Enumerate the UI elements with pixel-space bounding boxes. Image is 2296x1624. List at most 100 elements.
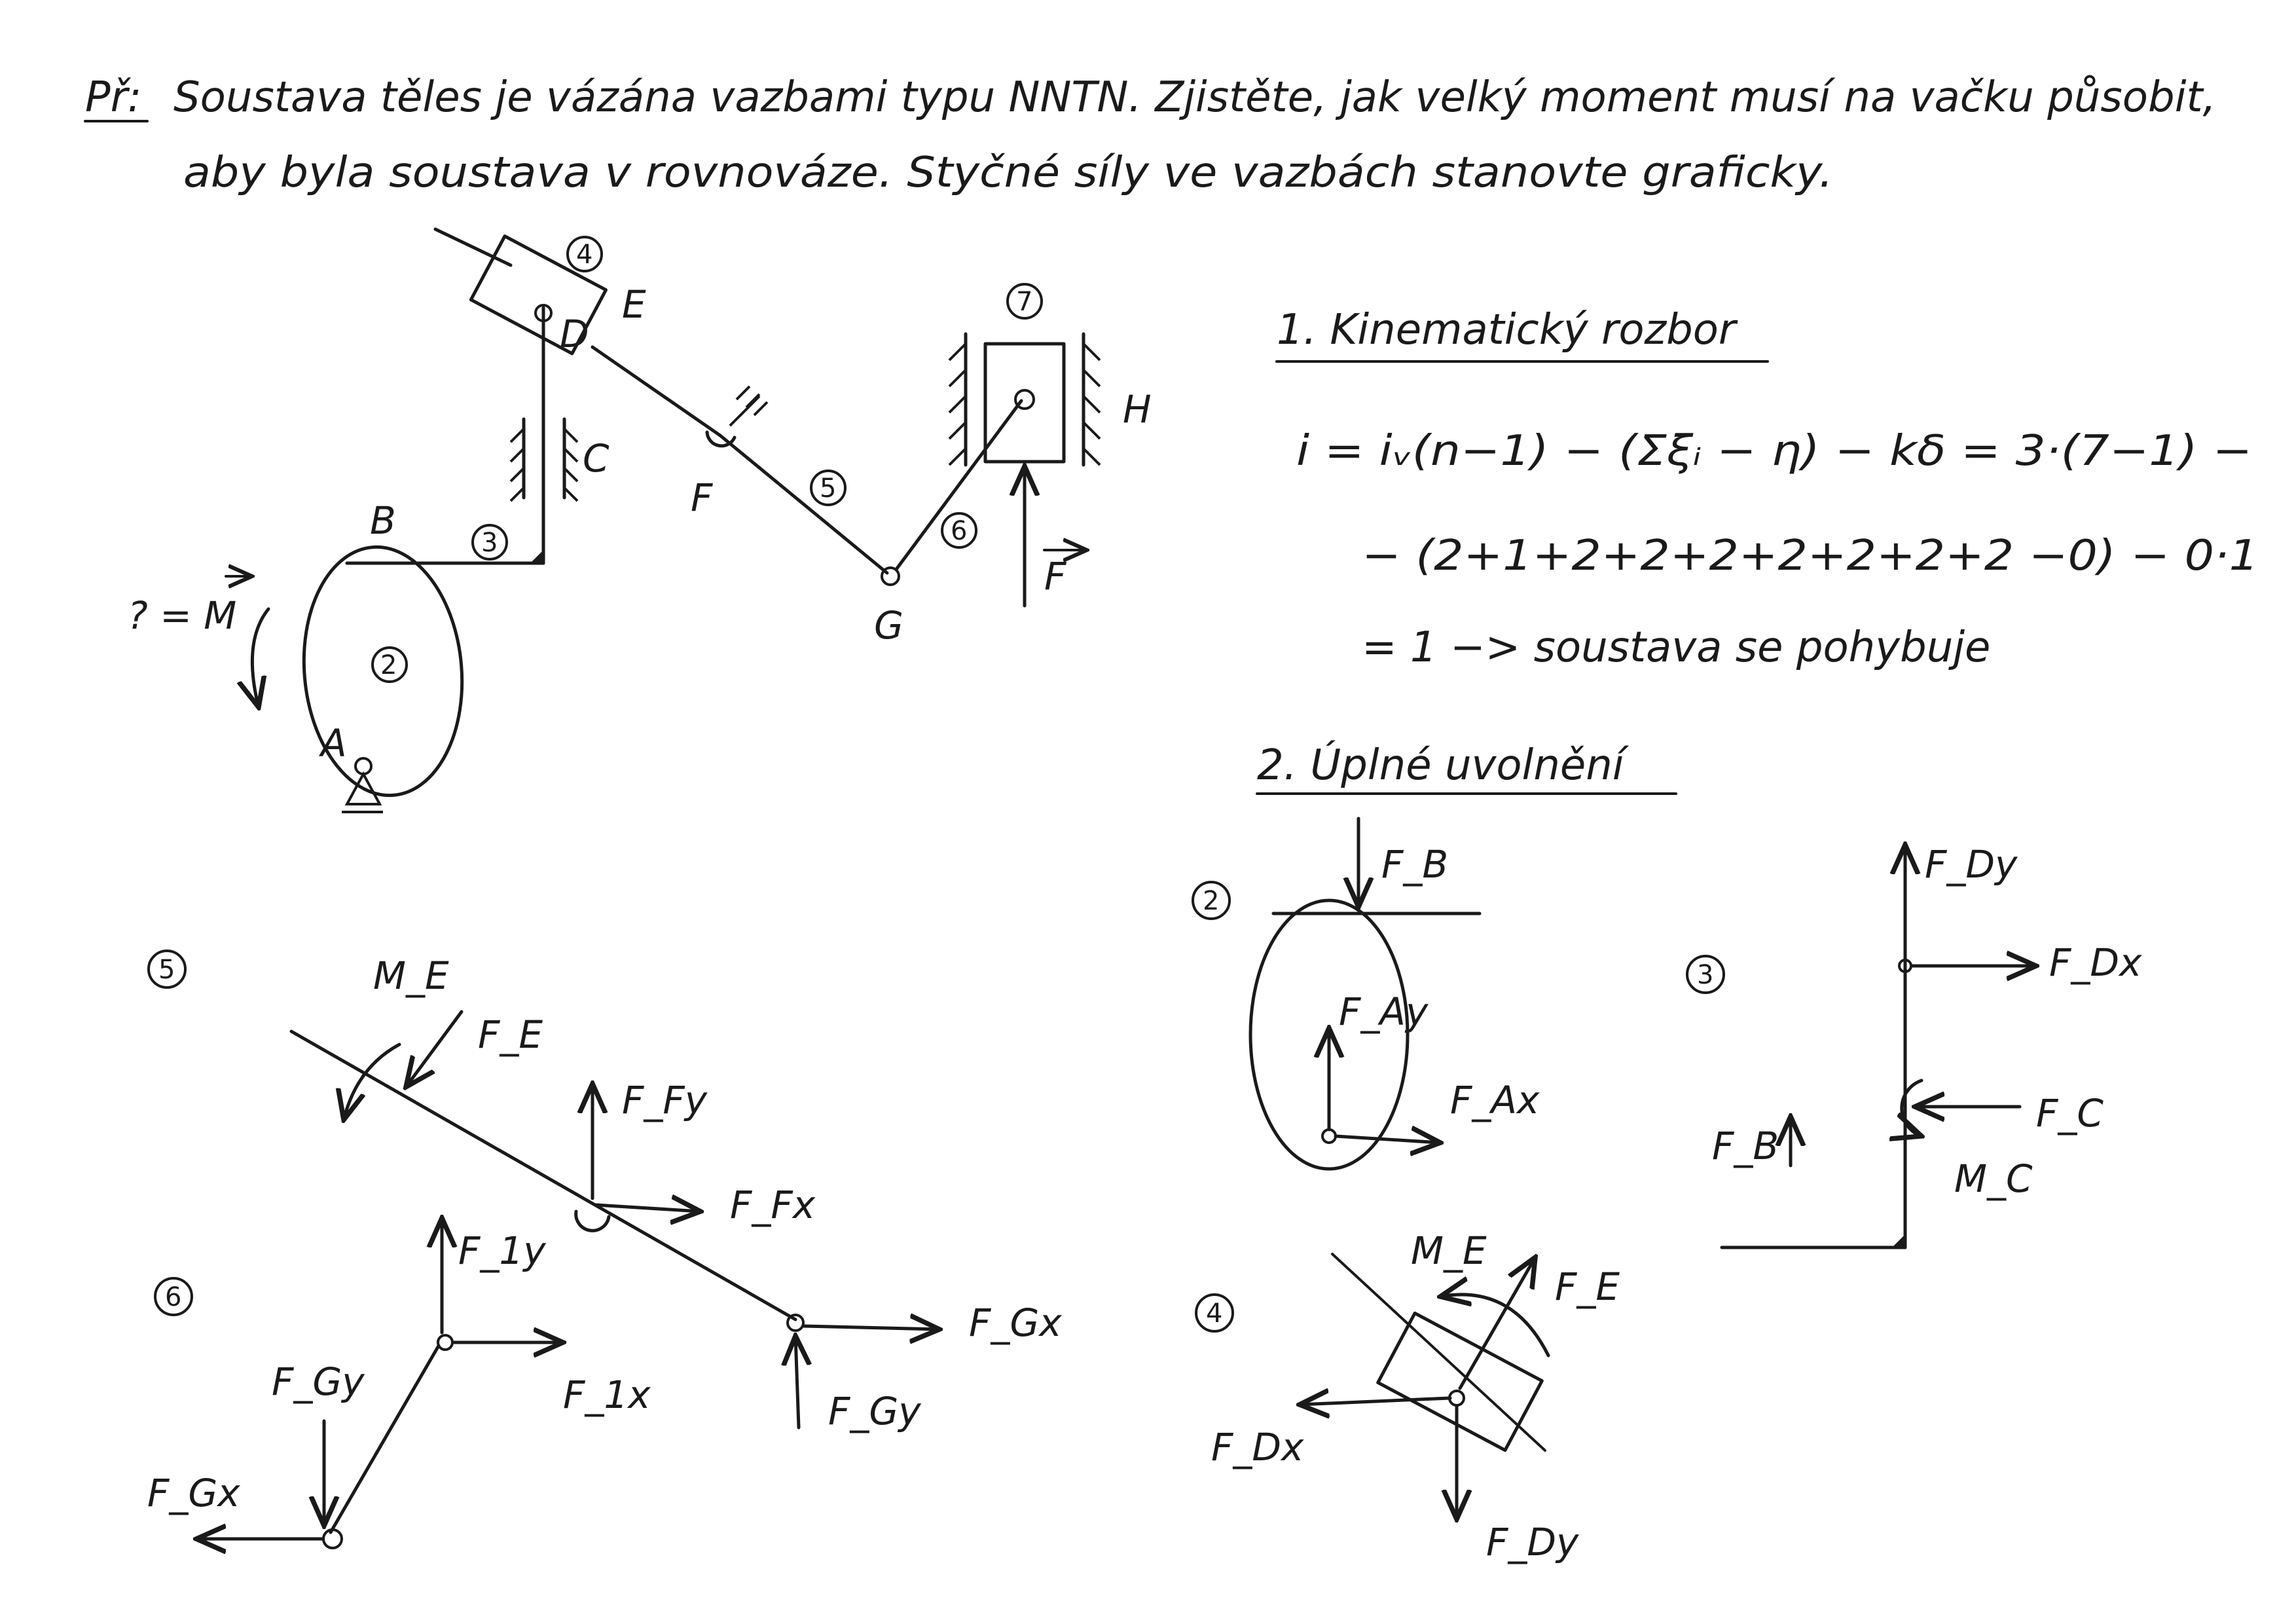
- body-7-marker: [1006, 283, 1043, 320]
- fbd-4-marker: [1195, 1293, 1234, 1333]
- kinematic-analysis: 1. Kinematický rozbor i = iᵥ(n−1) − (Σξᵢ…: [1275, 306, 2259, 672]
- body-6-marker: [941, 512, 977, 549]
- body-6-number: 6: [951, 516, 967, 546]
- fbd-2-fax-label: F_Ax: [1450, 1078, 1540, 1122]
- fbd-4-rod-axis: [1331, 1253, 1546, 1452]
- fbd-body-5: 5 M_E F_E F_Fy F_Fx F_Gx F_Gy: [147, 950, 1062, 1433]
- moment-arrow: [252, 607, 270, 707]
- force-f-label: F: [1044, 554, 1067, 599]
- fbd-body-2: 2 F_B F_Ay F_Ax: [1192, 817, 1540, 1171]
- piston-body-7: [983, 342, 1066, 464]
- fbd-3-fdx-label: F_Dx: [2049, 940, 2142, 985]
- follower-corner: [530, 550, 543, 563]
- joint-f: [705, 430, 737, 448]
- fbd-5-joint-f: [574, 1209, 611, 1232]
- fbd-5-number: 5: [158, 955, 175, 985]
- label-f: F: [691, 475, 714, 520]
- fbd-6-fgx-label: F_Gx: [147, 1471, 240, 1515]
- kinematic-result: = 1 −> soustava se pohybuje: [1362, 623, 1990, 672]
- link-5-upper: [433, 227, 513, 267]
- fbd-4-me-label: M_E: [1411, 1228, 1487, 1273]
- problem-line-1: Soustava těles je vázána vazbami typu NN…: [173, 73, 2216, 122]
- mechanism-diagram: 2 A ? = M B 3 C D E 4: [128, 227, 1152, 813]
- fbd-6-number: 6: [165, 1282, 181, 1312]
- body-2-marker: [371, 646, 408, 683]
- guide-h-hatching: [948, 342, 1101, 466]
- label-h: H: [1123, 387, 1152, 432]
- kinematic-heading: 1. Kinematický rozbor: [1277, 306, 1738, 354]
- fbd-3-mc-label: M_C: [1954, 1156, 2033, 1201]
- body-4-marker: [566, 236, 603, 272]
- fbd-body-3: 3 F_Dy F_Dx F_C M_C F_B: [1686, 842, 2142, 1249]
- guide-c-hatching: [509, 428, 579, 502]
- fbd-4-number: 4: [1206, 1299, 1222, 1329]
- fbd-2-fb-label: F_B: [1381, 842, 1448, 887]
- fbd-5-ffx-label: F_Fx: [730, 1183, 816, 1227]
- fbd-2-marker: [1192, 881, 1231, 920]
- release-section: 2. Úplné uvolnění: [1256, 740, 1677, 795]
- fbd-5-ffx-arrow: [594, 1205, 701, 1211]
- body-7-number: 7: [1016, 287, 1032, 317]
- fbd-4-fdy-label: F_Dy: [1486, 1520, 1579, 1564]
- fbd-3-number: 3: [1697, 960, 1713, 990]
- fbd-6-joint-g: [322, 1528, 343, 1549]
- body-3-number: 3: [481, 528, 498, 558]
- fbd-5-fgx-arrow: [801, 1326, 939, 1329]
- rod-6: [895, 399, 1023, 570]
- fbd-3-fb-label: F_B: [1712, 1124, 1779, 1168]
- pin-1: [1014, 389, 1035, 410]
- fbd-6-pin-1: [437, 1334, 454, 1351]
- fbd-2-number: 2: [1203, 886, 1219, 916]
- problem-prefix: Př:: [85, 73, 141, 122]
- cam-body-2: [302, 545, 464, 798]
- label-d: D: [560, 312, 589, 356]
- slider-body-4: [469, 234, 608, 356]
- fbd-2-fax-arrow: [1334, 1136, 1440, 1143]
- fbd-4-fe-arrow: [1458, 1257, 1535, 1390]
- fbd-3-fc-label: F_C: [2036, 1091, 2104, 1135]
- label-a: A: [318, 721, 347, 766]
- fbd-6-f1x-label: F_1x: [563, 1373, 651, 1417]
- fbd-5-fe-label: F_E: [478, 1012, 543, 1057]
- fbd-6-marker: [154, 1277, 193, 1316]
- label-g: G: [874, 603, 903, 648]
- fbd-5-ffy-label: F_Fy: [622, 1078, 708, 1122]
- problem-line-2: aby byla soustava v rovnováze. Styčné sí…: [183, 149, 1833, 197]
- fbd-4-fdx-label: F_Dx: [1211, 1425, 1304, 1469]
- rod-5-lower: [718, 434, 889, 575]
- kinematic-equation-1: i = iᵥ(n−1) − (Σξᵢ − η) − kδ = 3·(7−1) −: [1296, 427, 2252, 475]
- fbd-5-rod: [289, 1029, 797, 1321]
- problem-statement: Př: Soustava těles je vázána vazbami typ…: [84, 73, 2216, 197]
- moment-label: ? = M: [128, 593, 236, 638]
- body-2-number: 2: [380, 650, 397, 680]
- fbd-body-4: 4 F_Dx F_Dy F_E M_E: [1195, 1228, 1620, 1564]
- fbd-4-fdx-arrow: [1300, 1398, 1452, 1405]
- fbd-5-fe-arrow: [406, 1010, 464, 1087]
- fbd-5-me-arrow: [344, 1043, 401, 1120]
- label-c: C: [583, 436, 610, 481]
- fbd-3-marker: [1686, 955, 1725, 994]
- fbd-4-me-arrow: [1440, 1295, 1550, 1357]
- fbd-5-fgy-arrow: [795, 1336, 799, 1430]
- kinematic-equation-2: − (2+1+2+2+2+2+2+2+2 −0) − 0·1: [1362, 532, 2259, 580]
- rod-5-upper: [591, 345, 722, 437]
- support-a-triangle: [344, 771, 382, 805]
- fbd-5-me-label: M_E: [373, 953, 449, 998]
- fbd-5-fgy-label: F_Gy: [828, 1389, 921, 1433]
- fbd-2-fay-label: F_Ay: [1339, 989, 1429, 1034]
- joint-g: [881, 566, 900, 586]
- fbd-5-joint-g: [786, 1314, 805, 1332]
- release-heading: 2. Úplné uvolnění: [1257, 740, 1630, 790]
- fbd-2-pin-a: [1321, 1128, 1337, 1144]
- joint-f-ground: [729, 385, 769, 427]
- fbd-3-mc-arrow: [1902, 1079, 1922, 1136]
- body-3-marker: [471, 524, 508, 561]
- fbd-6-f1y-label: F_1y: [458, 1228, 546, 1273]
- fbd-body-6: 6 F_1y F_1x F_Gy F_Gx: [147, 1218, 651, 1548]
- body-4-number: 4: [576, 240, 592, 270]
- body-5-number: 5: [820, 473, 836, 504]
- body-5-marker: [810, 470, 847, 506]
- fbd-6-fgy-label: F_Gy: [272, 1359, 365, 1404]
- pin-d: [534, 304, 553, 322]
